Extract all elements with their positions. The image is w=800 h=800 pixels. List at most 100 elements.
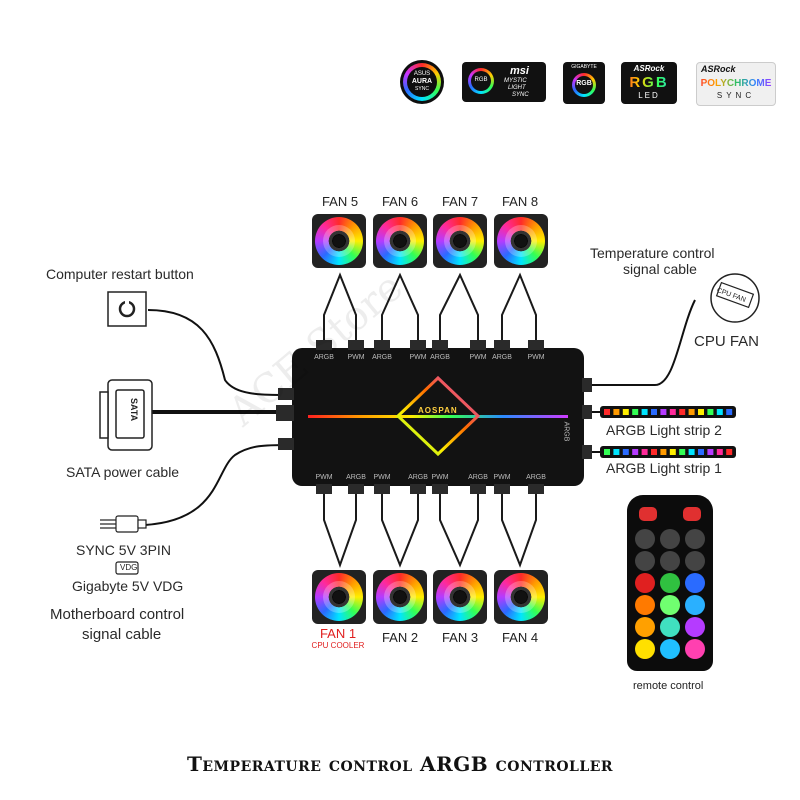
top-fan-cables (323, 272, 537, 345)
fan-7-label: FAN 7 (441, 194, 479, 209)
argb-led (660, 409, 667, 415)
argb-port-2 (582, 405, 592, 419)
remote-color-button (635, 595, 655, 615)
hub-top-port-label: PWM (469, 354, 487, 361)
sata-port (276, 405, 294, 421)
remote-color-button (660, 529, 680, 549)
asrock-rgb-led-logo: ASRock RGB LED (621, 62, 677, 104)
fan-6 (373, 214, 427, 268)
fan-5-label: FAN 5 (321, 194, 359, 209)
argb-led (726, 409, 733, 415)
remote-control-device (627, 495, 713, 671)
mb-control-label-2: signal cable (82, 626, 162, 643)
argb-led (669, 409, 676, 415)
fan-6-label: FAN 6 (381, 194, 419, 209)
fan-4 (494, 570, 548, 624)
restart-button-box (107, 291, 147, 327)
asrock-logo-text: ASRock (633, 64, 665, 73)
argb-led (613, 409, 620, 415)
cpu-fan-label: CPU FAN (694, 333, 760, 350)
sync-logo-text: SYNC (415, 86, 429, 92)
argb-strip-2 (600, 406, 736, 418)
sync-port (278, 438, 294, 450)
hub-bottom-connectors (316, 484, 544, 494)
remote-color-button (660, 595, 680, 615)
argb-led (698, 449, 704, 455)
sync-3pin-connector (100, 515, 147, 533)
fan-8-label: FAN 8 (501, 194, 539, 209)
argb-led (660, 449, 667, 455)
gigabyte-vdg-label: Gigabyte 5V VDG (72, 578, 184, 594)
fan-8 (494, 214, 548, 268)
hub-diamond-light (395, 375, 481, 457)
temp-control-cable (584, 299, 696, 386)
fan-1 (312, 570, 366, 624)
polychrome-logo-text: POLYCHROME (697, 78, 775, 89)
remote-power-button (639, 507, 657, 521)
asrock-led-text: LED (638, 91, 660, 100)
remote-color-button (685, 639, 705, 659)
hub-top-connectors (316, 340, 544, 350)
argb-strip-1 (600, 446, 736, 458)
remote-button-off (683, 507, 701, 521)
remote-color-button (685, 573, 705, 593)
argb-led (716, 449, 723, 455)
remote-color-button (635, 617, 655, 637)
argb-led (632, 449, 639, 455)
remote-color-button (685, 595, 705, 615)
argb-led (669, 449, 676, 455)
asus-logo-text: ASUS (413, 71, 431, 77)
hub-bottom-port-label: ARGB (408, 474, 428, 481)
restart-button-label: Computer restart button (46, 266, 194, 282)
remote-color-button (660, 617, 680, 637)
fan-1-sublabel: CPU COOLER (311, 641, 365, 650)
remote-color-button (660, 551, 680, 571)
fan-1-label: FAN 1 (319, 626, 357, 641)
msi-logo-text: msi (510, 65, 529, 77)
argb-led (622, 449, 629, 455)
fan-2 (373, 570, 427, 624)
asrock-polychrome-sync-logo: ASRock POLYCHROME SYNC (696, 62, 776, 106)
hub-bottom-port-label: PWM (373, 474, 391, 481)
asrock-poly-logo-text: ASRock (701, 64, 736, 74)
hub-bottom-port-label: ARGB (526, 474, 546, 481)
argb-led (688, 449, 695, 455)
argb-led (613, 449, 620, 455)
hub-bottom-port-label: PWM (431, 474, 449, 481)
argb-led (622, 409, 629, 415)
fan-4-label: FAN 4 (501, 630, 539, 645)
argb-led (688, 409, 695, 415)
hub-bottom-port-label: PWM (315, 474, 333, 481)
hub-top-port-label: ARGB (314, 354, 334, 361)
sata-connector (99, 379, 153, 451)
hub-top-port-label: PWM (527, 354, 545, 361)
hub-bottom-port-label: ARGB (468, 474, 488, 481)
argb-led (679, 409, 686, 415)
argb-led (716, 409, 723, 415)
fan-3 (433, 570, 487, 624)
aura-logo-text: AURA (411, 78, 433, 85)
argb-led (651, 409, 657, 415)
remote-color-button (635, 551, 655, 571)
remote-color-button (660, 573, 680, 593)
hub-light-bar (308, 415, 568, 418)
mb-control-label-1: Motherboard control (50, 606, 185, 623)
bottom-fan-cables (323, 490, 537, 568)
gigabyte-logo-text: GIGABYTE (571, 64, 597, 70)
argb-led (707, 449, 714, 455)
argb-strip-2-label: ARGB Light strip 2 (606, 422, 722, 438)
fan-3-label: FAN 3 (441, 630, 479, 645)
fan-7 (433, 214, 487, 268)
argb-led (641, 449, 648, 455)
fan-2-label: FAN 2 (381, 630, 419, 645)
cpu-fan-connector (710, 273, 760, 323)
cpu-fan-port (582, 378, 592, 392)
hub-argb-right-label: ARGB (562, 421, 570, 442)
hub-top-port-label: PWM (347, 354, 365, 361)
remote-color-button (685, 529, 705, 549)
restart-port (278, 388, 294, 400)
gigabyte-rgb-text: RGB (576, 80, 592, 87)
remote-color-button (685, 551, 705, 571)
polychrome-sync-text: SYNC (716, 91, 756, 100)
msi-mystic-light-logo: RGB msi MYSTIC LIGHT SYNC (462, 62, 546, 102)
